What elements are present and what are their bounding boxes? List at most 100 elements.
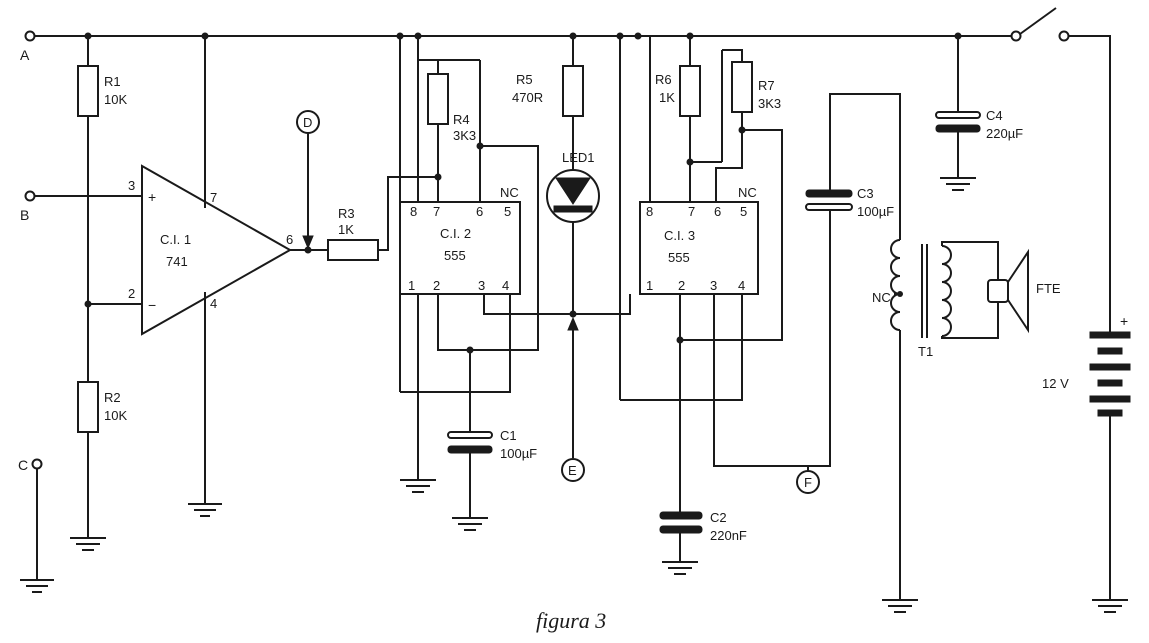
r7-value: 3K3 xyxy=(758,96,781,111)
ic3-out-to-c3 xyxy=(713,210,831,467)
ic2-pin-5: 5 xyxy=(504,204,511,219)
terminal-b[interactable] xyxy=(24,190,36,202)
opamp-pin-7: 7 xyxy=(210,190,217,205)
ground-symbol xyxy=(940,177,976,191)
ic2-pin-3: 3 xyxy=(478,278,485,293)
ic3-part: 555 xyxy=(668,250,690,265)
ic3-name: C.I. 3 xyxy=(664,228,695,243)
ic2-555 xyxy=(399,201,521,295)
ic3-pin-2: 2 xyxy=(678,278,685,293)
node-dot xyxy=(686,32,694,40)
ic2-pin-2: 2 xyxy=(433,278,440,293)
r3-name: R3 xyxy=(338,206,355,221)
c3-value: 100µF xyxy=(857,204,894,219)
node-dot xyxy=(954,32,962,40)
test-point-e-label: E xyxy=(568,463,577,478)
ic2-pin-7: 7 xyxy=(433,204,440,219)
r2-name: R2 xyxy=(104,390,121,405)
ic3-pin-1: 1 xyxy=(646,278,653,293)
t1-nc: NC xyxy=(872,290,891,305)
node-dot xyxy=(569,32,577,40)
c2-name: C2 xyxy=(710,510,727,525)
ic2-pin-6: 6 xyxy=(476,204,483,219)
r2-value: 10K xyxy=(104,408,127,423)
r4-value: 3K3 xyxy=(453,128,476,143)
ic3-pins-top: 8 7 6 5 xyxy=(646,204,747,219)
ground-symbol xyxy=(70,537,106,551)
ic3-pin-3: 3 xyxy=(710,278,717,293)
ic2-part: 555 xyxy=(444,248,466,263)
r4-name: R4 xyxy=(453,112,470,127)
node-dot xyxy=(396,32,404,40)
ground-symbol xyxy=(662,561,698,575)
ic3-pin8-wire xyxy=(638,35,651,202)
node-dot xyxy=(616,32,624,40)
ic3-pin-6: 6 xyxy=(714,204,721,219)
ic2-pin-4: 4 xyxy=(502,278,509,293)
c1-value: 100µF xyxy=(500,446,537,461)
capacitor-c4 xyxy=(935,111,981,133)
opamp-plus-sign: + xyxy=(148,189,156,205)
resistor-r7 xyxy=(731,61,753,113)
r6-value: 1K xyxy=(659,90,675,105)
r7-wire-top xyxy=(722,49,743,62)
ic3-pin-8: 8 xyxy=(646,204,653,219)
t1-sec-top xyxy=(941,241,999,280)
figure-caption: figura 3 xyxy=(536,608,606,633)
terminal-a[interactable] xyxy=(24,30,36,42)
c3-to-transformer xyxy=(829,93,901,240)
ic2-pin2-wire xyxy=(437,294,470,351)
ic2-nc: NC xyxy=(500,185,519,200)
resistor-r2 xyxy=(77,381,99,433)
r5-name: R5 xyxy=(516,72,533,87)
ground-symbol xyxy=(452,517,488,531)
c4-name: C4 xyxy=(986,108,1003,123)
battery-plus-sign: + xyxy=(1120,313,1128,329)
node-dot xyxy=(434,173,442,181)
node-dot xyxy=(201,32,209,40)
r3-to-ic2-pin7 xyxy=(378,176,438,251)
c4-value: 220µF xyxy=(986,126,1023,141)
ic3-nc: NC xyxy=(738,185,757,200)
capacitor-c3 xyxy=(805,189,853,211)
t1-sec-bottom xyxy=(941,300,999,339)
probe-d-arrow xyxy=(302,235,314,250)
terminal-c[interactable] xyxy=(31,458,43,470)
ground-symbol xyxy=(188,503,222,517)
terminal-a-label: A xyxy=(20,47,30,63)
speaker-fte xyxy=(987,248,1029,334)
test-point-d-label: D xyxy=(303,115,312,130)
ic3-pin-5: 5 xyxy=(740,204,747,219)
node-dot xyxy=(569,310,577,318)
node-dot xyxy=(84,32,92,40)
ground-symbol xyxy=(1092,599,1128,613)
ic2-pins-top: 8 7 6 5 xyxy=(410,204,511,219)
led1 xyxy=(546,169,600,223)
ground-symbol xyxy=(400,479,436,493)
r1-name: R1 xyxy=(104,74,121,89)
node-dot xyxy=(414,32,422,40)
ic2-pin-8: 8 xyxy=(410,204,417,219)
resistor-r5 xyxy=(562,65,584,117)
ic2-pin-1: 1 xyxy=(408,278,415,293)
ground-symbol xyxy=(882,599,918,613)
test-point-e[interactable] xyxy=(561,458,585,482)
r5-value: 470R xyxy=(512,90,543,105)
opamp-pin-4: 4 xyxy=(210,296,217,311)
r7-to-pin6 xyxy=(715,112,743,202)
terminal-b-label: B xyxy=(20,207,29,223)
opamp-name: C.I. 1 xyxy=(160,232,191,247)
resistor-r4 xyxy=(427,73,449,125)
node-dot xyxy=(897,291,903,297)
opamp-pin-2: 2 xyxy=(128,286,135,301)
ic2-pin6-pin2-loop xyxy=(470,60,539,351)
test-point-f-label: F xyxy=(804,475,812,490)
t1-label: T1 xyxy=(918,344,933,359)
ic3-pins-bottom: 1 2 3 4 xyxy=(646,278,745,293)
node-dot xyxy=(634,32,642,40)
power-switch[interactable] xyxy=(1010,7,1070,42)
resistor-r6 xyxy=(679,65,701,117)
probe-e-arrow xyxy=(567,316,579,331)
ic2-out-to-ic3-reset xyxy=(483,294,631,315)
ic3-pin6-pin2-loop xyxy=(680,129,783,341)
